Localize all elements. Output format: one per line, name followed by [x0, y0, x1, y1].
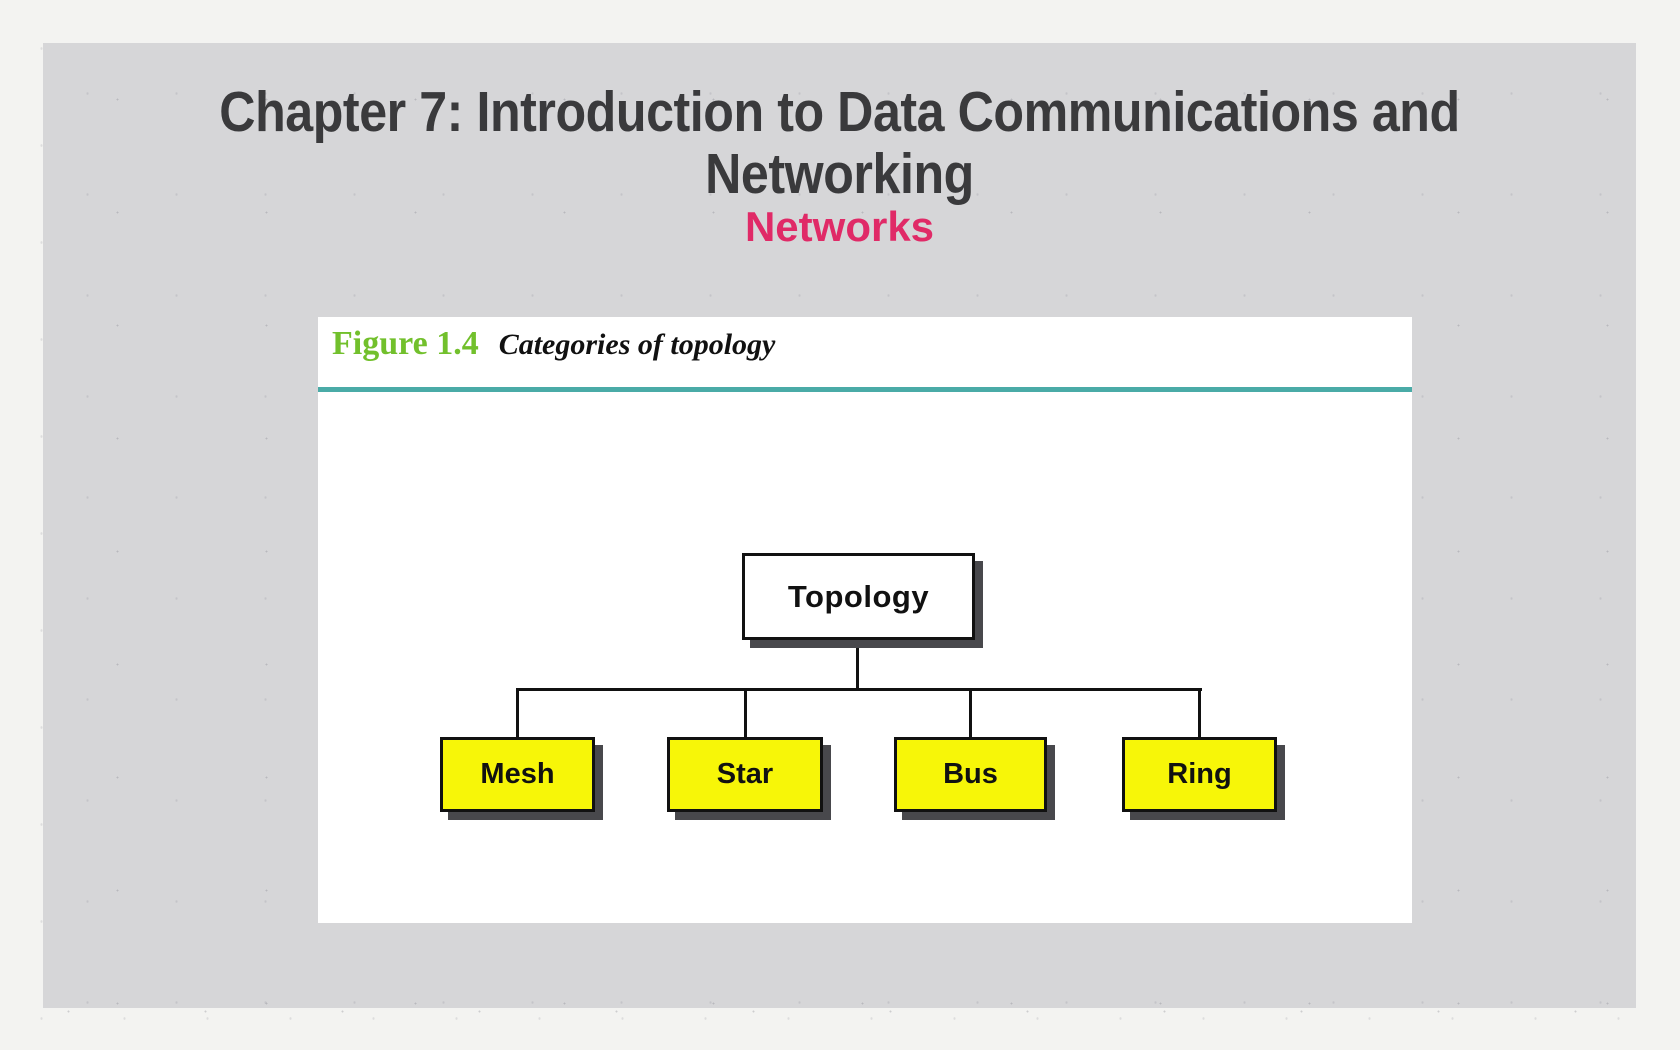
connector-drop-bus — [969, 688, 972, 740]
tree-node-ring: Ring — [1122, 737, 1277, 812]
tree-node-ring-label: Ring — [1167, 758, 1232, 790]
slide-subtitle: Networks — [744, 203, 935, 250]
caption-divider-rule — [318, 387, 1412, 392]
tree-node-bus: Bus — [894, 737, 1047, 812]
connector-horizontal — [516, 688, 1202, 691]
tree-node-topology: Topology — [742, 553, 975, 640]
tree-node-mesh-label: Mesh — [480, 758, 555, 790]
tree-node-bus-label: Bus — [943, 758, 998, 790]
figure-caption-text: Categories of topology — [498, 328, 776, 361]
tree-node-topology-label: Topology — [787, 578, 930, 614]
connector-drop-mesh — [516, 688, 519, 740]
figure-caption-row: Figure 1.4 Categories of topology — [332, 325, 775, 363]
tree-node-star: Star — [667, 737, 823, 812]
connector-drop-star — [744, 688, 747, 740]
slide-title: Chapter 7: Introduction to Data Communic… — [43, 81, 1636, 205]
connector-drop-ring — [1198, 688, 1201, 740]
tree-node-mesh: Mesh — [440, 737, 595, 812]
connector-root-vertical — [856, 640, 859, 691]
slide-title-line-1: Chapter 7: Introduction to Data Communic… — [219, 80, 1460, 144]
figure-panel: Figure 1.4 Categories of topology Topolog… — [318, 317, 1412, 923]
figure-number-label: Figure 1.4 — [332, 325, 479, 362]
tree-node-star-label: Star — [716, 758, 774, 790]
presentation-slide: Chapter 7: Introduction to Data Communic… — [43, 43, 1636, 1008]
slide-title-line-2: Networking — [705, 142, 974, 206]
